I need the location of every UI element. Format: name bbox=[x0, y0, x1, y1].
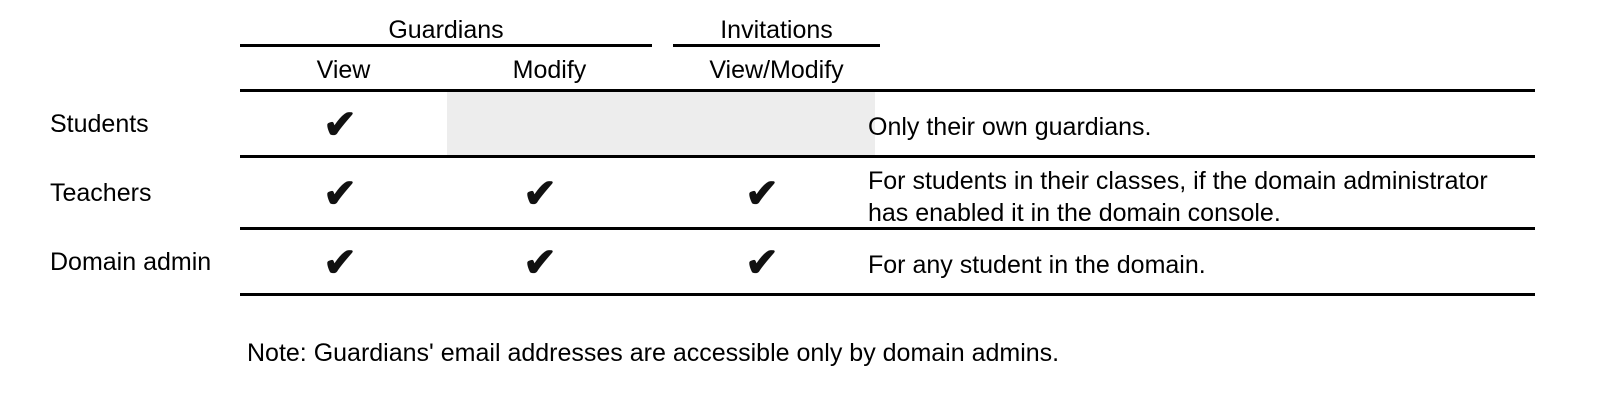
note-domain-admin-line-1: For any student in the domain. bbox=[868, 251, 1206, 279]
group-rule-guardians bbox=[240, 44, 652, 47]
checkmark-teachers-invitations-view-modify: ✔ bbox=[745, 172, 779, 216]
group-rule-invitations bbox=[673, 44, 880, 47]
note-teachers-line-1: For students in their classes, if the do… bbox=[868, 167, 1488, 195]
disabled-cell-shading-students bbox=[447, 92, 875, 155]
checkmark-teachers-guardians-view: ✔ bbox=[323, 172, 357, 216]
note-domain-admin: For any student in the domain. bbox=[868, 249, 1528, 281]
table-rule-top bbox=[240, 89, 1535, 92]
footnote-note: Note: Guardians' email addresses are acc… bbox=[247, 339, 1060, 367]
group-header-guardians: Guardians bbox=[388, 16, 504, 44]
table-rule-after-students bbox=[240, 155, 1535, 158]
row-label-teachers: Teachers bbox=[50, 179, 152, 207]
row-label-domain-admin: Domain admin bbox=[50, 248, 212, 276]
checkmark-domain-admin-guardians-modify: ✔ bbox=[523, 241, 557, 285]
note-teachers: For students in their classes, if the do… bbox=[868, 165, 1528, 229]
column-header-guardians-modify: Modify bbox=[512, 56, 587, 84]
checkmark-teachers-guardians-modify: ✔ bbox=[523, 172, 557, 216]
table-rule-bottom bbox=[240, 293, 1535, 296]
checkmark-domain-admin-guardians-view: ✔ bbox=[323, 241, 357, 285]
note-teachers-line-2: has enabled it in the domain console. bbox=[868, 199, 1281, 227]
note-students: Only their own guardians. bbox=[868, 111, 1528, 143]
checkmark-domain-admin-invitations-view-modify: ✔ bbox=[745, 241, 779, 285]
table-rule-after-teachers bbox=[240, 227, 1535, 230]
checkmark-students-guardians-view: ✔ bbox=[323, 103, 357, 147]
column-header-invitations-view-modify: View/Modify bbox=[709, 56, 844, 84]
row-label-students: Students bbox=[50, 110, 149, 138]
group-header-invitations: Invitations bbox=[720, 16, 833, 44]
column-header-guardians-view: View bbox=[316, 56, 371, 84]
note-students-line-1: Only their own guardians. bbox=[868, 113, 1152, 141]
